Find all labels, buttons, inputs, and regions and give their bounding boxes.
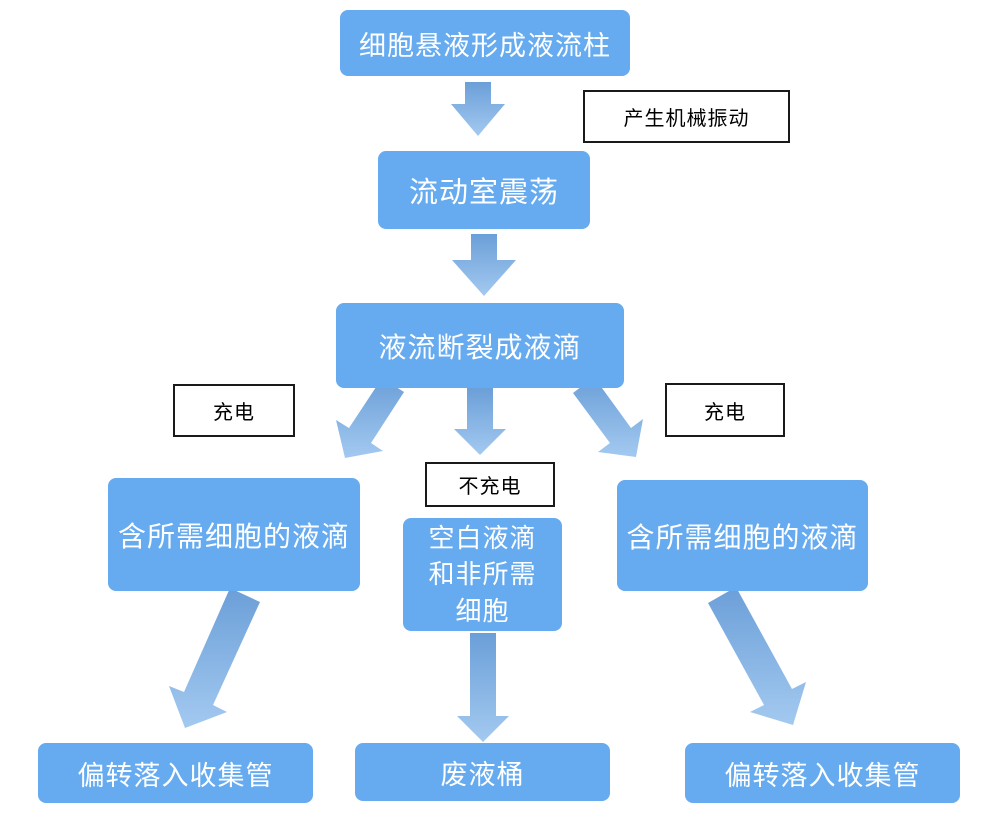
node-blank-droplets: 空白液滴 和非所需 细胞 bbox=[403, 518, 562, 631]
arrow-breakup-to-desired-left bbox=[336, 378, 404, 458]
label-charge-right: 充电 bbox=[665, 383, 785, 437]
node-droplet-breakup: 液流断裂成液滴 bbox=[336, 303, 624, 388]
node-desired-droplets-left: 含所需细胞的液滴 bbox=[108, 478, 360, 591]
node-cell-suspension: 细胞悬液形成液流柱 bbox=[340, 10, 630, 76]
arrow-breakup-to-blank bbox=[454, 388, 506, 455]
arrow-desired-right-to-collect bbox=[708, 587, 806, 725]
node-desired-droplets-right: 含所需细胞的液滴 bbox=[617, 480, 868, 591]
node-flow-chamber: 流动室震荡 bbox=[378, 151, 590, 229]
arrow-desired-left-to-collect bbox=[169, 588, 260, 728]
node-collection-tube-right: 偏转落入收集管 bbox=[685, 743, 960, 803]
label-no-charge: 不充电 bbox=[425, 462, 555, 507]
node-waste-bucket: 废液桶 bbox=[355, 743, 610, 801]
label-charge-left: 充电 bbox=[173, 384, 295, 437]
arrow-chamber-to-breakup bbox=[452, 234, 516, 296]
arrow-suspension-to-chamber bbox=[451, 82, 505, 136]
node-collection-tube-left: 偏转落入收集管 bbox=[38, 743, 313, 803]
label-mechanical-vibration: 产生机械振动 bbox=[583, 90, 790, 143]
arrow-breakup-to-desired-right bbox=[573, 377, 643, 457]
arrow-blank-to-waste bbox=[457, 633, 509, 742]
